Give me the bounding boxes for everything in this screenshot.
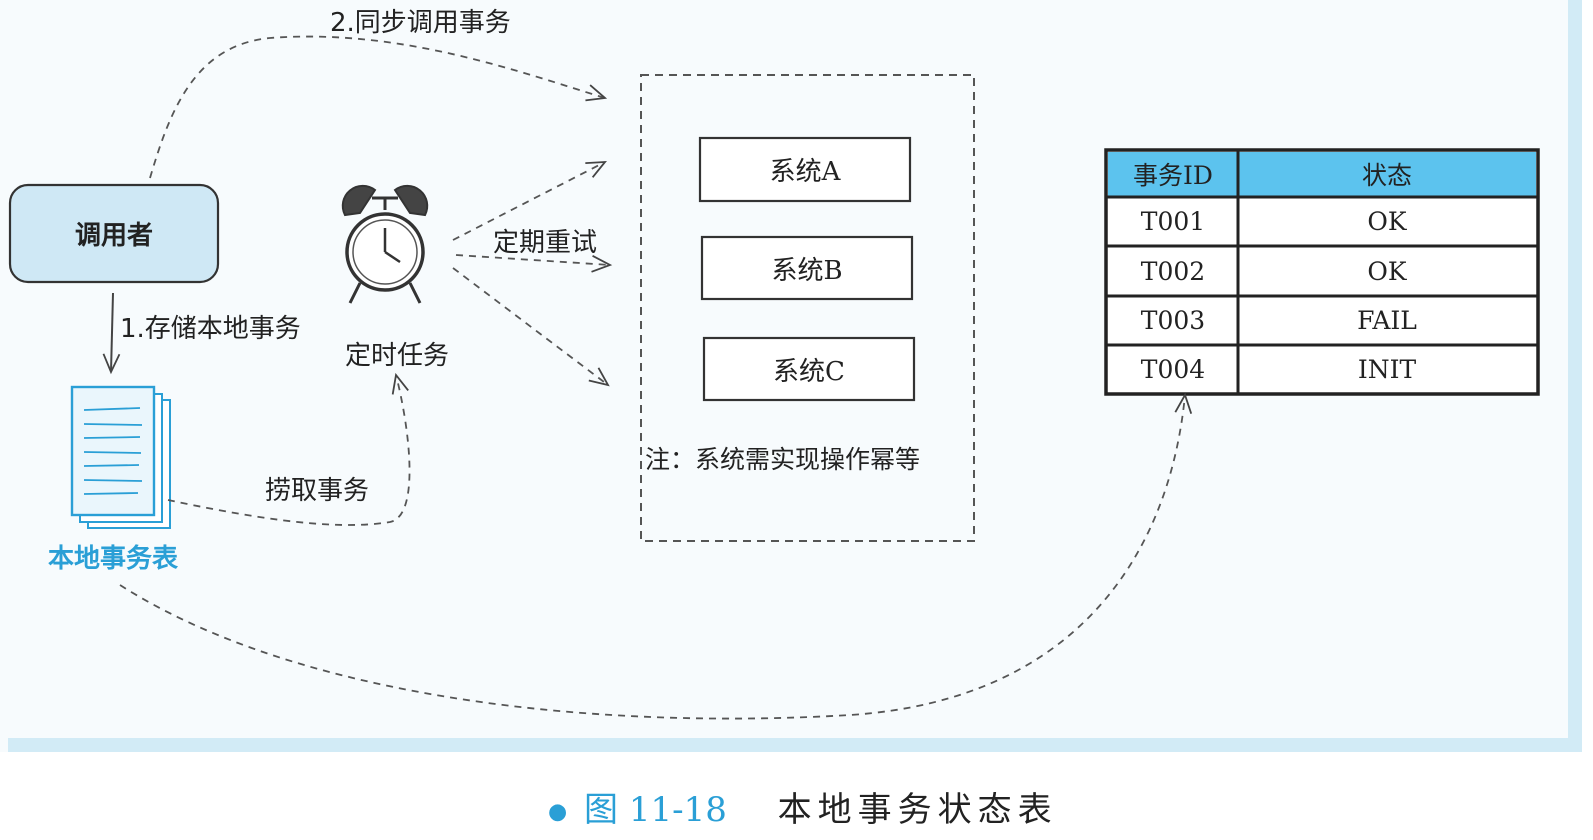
header-transaction-id: 事务ID [1133, 161, 1213, 190]
table-cell: OK [1367, 256, 1407, 286]
system-a-label: 系统A [769, 157, 841, 187]
table-cell: OK [1367, 207, 1407, 236]
store-arrow [102, 292, 121, 375]
caller-box [8, 183, 220, 284]
step2-label: 2.同步调用事务 [330, 8, 511, 38]
retry-arrow-c [452, 267, 610, 387]
figure-caption: ● 图 11-18 本地事务状态表 [548, 782, 1058, 831]
caption-bullet: ● [548, 799, 568, 825]
alarm-clock-icon [341, 184, 429, 304]
timer-label: 定时任务 [345, 341, 450, 371]
fetch-label: 捞取事务 [265, 476, 370, 506]
panel-bottom-border [8, 738, 1582, 752]
caller-label: 调用者 [74, 221, 153, 251]
system-a-box [698, 136, 912, 203]
status-table-grid [1104, 148, 1540, 396]
sync-call-arrow [149, 35, 608, 179]
document-stack-icon [70, 385, 171, 529]
systems-container [640, 74, 975, 542]
step1-label: 1.存储本地事务 [120, 314, 301, 344]
table-cell: T001 [1140, 207, 1206, 236]
header-status: 状态 [1361, 161, 1412, 190]
retry-arrow-a [452, 160, 607, 241]
system-c-label: 系统C [773, 356, 845, 387]
table-cell: T004 [1140, 355, 1206, 384]
idempotency-note: 注：系统需实现操作幂等 [645, 445, 921, 474]
panel-right-border [1568, 0, 1582, 752]
fetch-arrow [167, 372, 411, 526]
table-cell: FAIL [1357, 306, 1417, 335]
retry-label: 定期重试 [493, 228, 598, 258]
table-cell: T003 [1140, 306, 1206, 335]
system-b-label: 系统B [771, 255, 843, 286]
system-c-box [702, 336, 916, 402]
table-cell: T002 [1140, 256, 1206, 286]
caption-title: 本地事务状态表 [777, 790, 1058, 830]
table-cell: INIT [1357, 355, 1417, 384]
local-table-label: 本地事务表 [48, 544, 179, 574]
system-b-box [700, 235, 914, 301]
caption-figure-number: 图 11-18 [584, 790, 727, 830]
